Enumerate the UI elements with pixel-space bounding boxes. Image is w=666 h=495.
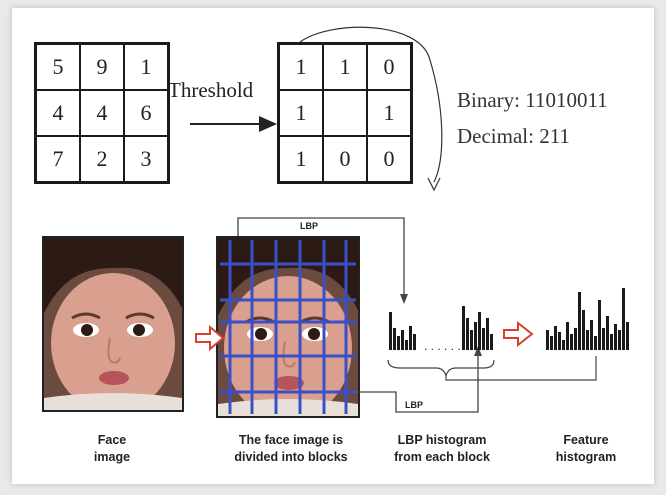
caption-line: Face [97,433,127,447]
lbp-bottom-connector [358,350,479,413]
lbp-bottom-arrowhead [474,346,482,356]
input-cell: 9 [80,44,124,90]
feature-histogram-bars [546,288,629,350]
histogram-ellipsis: . . . . . . [424,339,461,353]
face-image-divided [216,236,360,418]
caption-feature-histogram: Feature histogram [538,432,634,466]
lbp-histogram-block-1 [389,312,416,350]
output-cell: 1 [279,90,323,136]
lbp-top-label: LBP [300,221,318,231]
lbp-bottom-label: LBP [405,400,423,410]
caption-line: Feature [563,433,609,447]
input-cell: 3 [124,136,168,182]
circular-reading-arrow [299,26,443,183]
input-cell-center: 4 [80,90,124,136]
input-cell: 5 [36,44,80,90]
face-image [42,236,184,412]
caption-line: LBP histogram [397,433,487,447]
caption-line: from each block [394,450,490,464]
lbp-top-connector [237,217,405,300]
child-face-illustration [44,238,182,410]
caption-line: histogram [555,450,617,464]
input-cell: 7 [36,136,80,182]
output-cell: 0 [367,44,411,90]
child-face-blocks-illustration [218,238,358,416]
output-binary-grid: 1 1 0 1 1 1 0 0 [277,42,413,184]
red-arrow-2 [503,320,534,348]
caption-line: The face image is [238,433,344,447]
output-cell-center [323,90,367,136]
binary-code-label: Binary: 11010011 [457,88,608,112]
feature-connector [445,356,597,381]
output-cell: 1 [367,90,411,136]
output-cell: 0 [323,136,367,182]
threshold-label: Threshold [168,78,254,102]
input-cell: 1 [124,44,168,90]
caption-line: divided into blocks [234,450,348,464]
output-cell: 1 [279,136,323,182]
output-cell: 0 [367,136,411,182]
input-cell: 2 [80,136,124,182]
output-cell: 1 [279,44,323,90]
circular-arrow-head [427,177,441,192]
caption-line: image [93,450,131,464]
lbp-histogram-block-n [462,306,493,350]
red-arrow-1 [195,324,225,352]
caption-face-image: Face image [82,432,142,466]
caption-divided-blocks: The face image is divided into blocks [216,432,366,466]
output-cell: 1 [323,44,367,90]
input-cell: 6 [124,90,168,136]
input-pixel-grid: 5 9 1 4 4 6 7 2 3 [34,42,170,184]
decimal-code-label: Decimal: 211 [457,124,570,148]
caption-lbp-histogram: LBP histogram from each block [378,432,506,466]
input-cell: 4 [36,90,80,136]
lbp-top-arrowhead [400,294,408,304]
